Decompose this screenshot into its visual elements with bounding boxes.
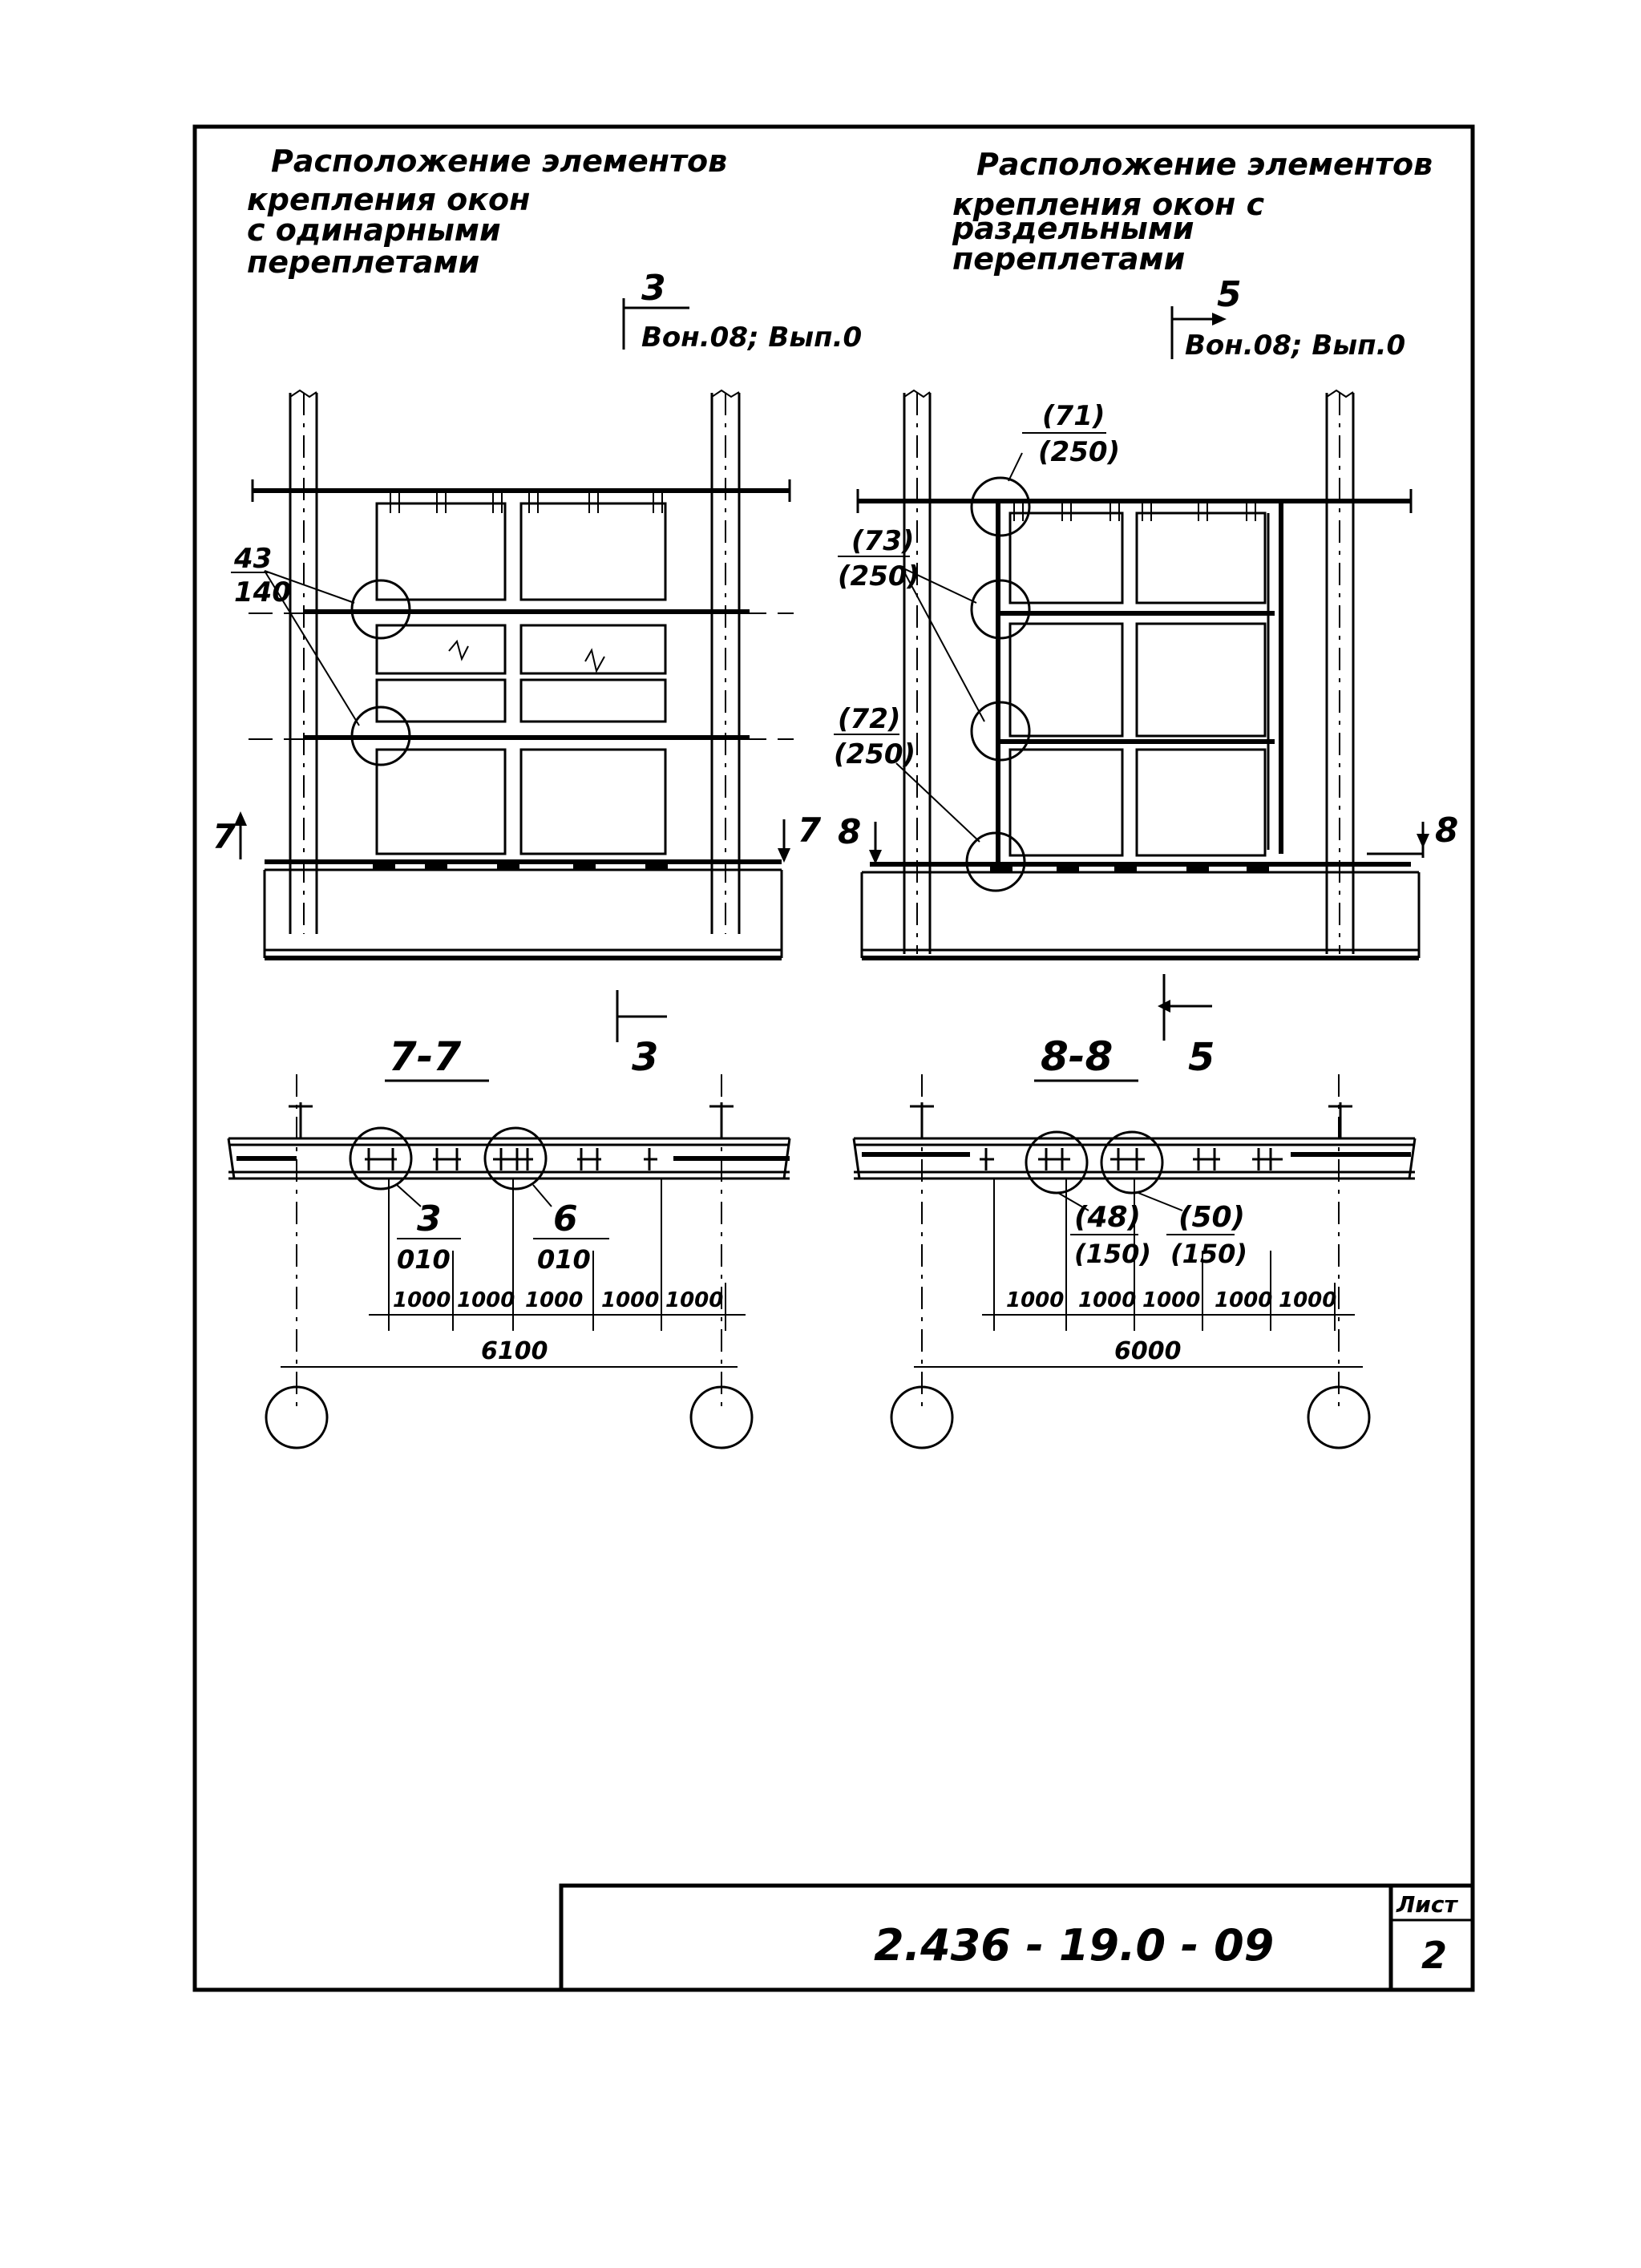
left-title-line-3: с одинарными <box>247 212 501 248</box>
axis-marker-right-2 <box>1307 1385 1371 1449</box>
section-8-8-callout-1-bottom: (150) <box>1074 1239 1151 1269</box>
right-section-mark: 5 <box>1217 274 1242 315</box>
section-7-7-dim-1: 1000 <box>393 1288 451 1312</box>
left-section-mark: 3 <box>641 268 666 309</box>
right-cut-label-right: 8 <box>1435 811 1458 850</box>
right-callout-1-top: (71) <box>1042 400 1105 432</box>
section-7-7-callout-1-bottom: 010 <box>397 1244 451 1275</box>
section-8-8-dim-2: 1000 <box>1078 1288 1136 1312</box>
section-7-7-callout-2-top: 6 <box>553 1199 578 1239</box>
sheet-label: Лист <box>1396 1891 1458 1918</box>
section-7-7-total: 6100 <box>481 1337 548 1365</box>
section-7-7-callout-2-bottom: 010 <box>537 1244 591 1275</box>
axis-marker-left-1 <box>265 1385 329 1449</box>
section-8-8-dim-1: 1000 <box>1006 1288 1064 1312</box>
section-8-8-callout-2-bottom: (150) <box>1170 1239 1247 1269</box>
section-8-8-title: 8-8 <box>1041 1033 1113 1080</box>
left-cut-label-left: 7 <box>212 817 236 856</box>
left-view-mark-number: 3 <box>632 1035 658 1080</box>
right-title-line-2: крепления окон с <box>952 187 1265 222</box>
right-cut-label-left: 8 <box>838 812 861 851</box>
sheet-frame <box>192 124 1475 1992</box>
right-section-ref: Вон.08; Вып.0 <box>1185 329 1405 362</box>
left-elevation: 43 140 7 7 <box>212 389 822 960</box>
left-cut-label-right: 7 <box>798 811 822 850</box>
axis-marker-left-2 <box>689 1385 754 1449</box>
right-callout-1-bottom: (250) <box>1038 436 1120 468</box>
left-title-line-2: крепления окон <box>247 182 530 217</box>
right-elevation: (71) (250) (73) (250) (72) (250) 8 8 <box>834 389 1458 960</box>
section-7-7-dim-5: 1000 <box>665 1288 723 1312</box>
title-block: Лист 2 2.436 - 19.0 - 09 <box>559 1883 1475 1992</box>
right-section-marker: 5 Вон.08; Вып.0 <box>1170 274 1405 362</box>
section-8-8-dim-5: 1000 <box>1279 1288 1336 1312</box>
right-title-line-4: переплетами <box>952 241 1185 277</box>
right-callout-3-bottom: (250) <box>834 738 915 770</box>
section-7-7-dim-2: 1000 <box>457 1288 515 1312</box>
left-title-line-1: Расположение элементов <box>271 144 727 179</box>
section-7-7: 7-7 3 010 6 010 <box>227 1033 791 1449</box>
left-section-marker: 3 Вон.08; Вып.0 <box>622 268 862 354</box>
axis-marker-right-1 <box>890 1385 954 1449</box>
section-8-8-callout-1-top: (48) <box>1074 1201 1141 1234</box>
right-title-line-1: Расположение элементов <box>976 147 1433 182</box>
section-8-8-callout-2-top: (50) <box>1178 1201 1245 1234</box>
section-8-8-dim-4: 1000 <box>1215 1288 1272 1312</box>
left-section-ref: Вон.08; Вып.0 <box>641 321 862 354</box>
section-8-8-dim-3: 1000 <box>1142 1288 1200 1312</box>
section-7-7-dim-3: 1000 <box>525 1288 583 1312</box>
section-8-8-total: 6000 <box>1114 1337 1182 1365</box>
right-view-mark-number: 5 <box>1188 1035 1215 1080</box>
right-callout-3-top: (72) <box>838 703 900 735</box>
left-view-mark: 3 <box>616 990 667 1080</box>
right-title: Расположение элементов крепления окон с … <box>952 147 1433 277</box>
section-7-7-title: 7-7 <box>389 1033 462 1080</box>
left-title-line-4: переплетами <box>247 245 479 280</box>
section-8-8: 8-8 (48) (150) (50) (150) <box>852 1033 1417 1449</box>
right-title-line-3: раздельными <box>952 211 1194 246</box>
right-callout-2-top: (73) <box>851 525 914 557</box>
section-7-7-callout-1-top: 3 <box>417 1199 442 1239</box>
left-callout-bottom: 140 <box>234 576 291 608</box>
left-callout-top: 43 <box>233 543 272 575</box>
sheet-number: 2 <box>1421 1934 1447 1977</box>
document-code: 2.436 - 19.0 - 09 <box>874 1920 1274 1971</box>
right-view-mark: 5 <box>1158 974 1215 1080</box>
section-7-7-dim-4: 1000 <box>601 1288 659 1312</box>
left-title: Расположение элементов крепления окон с … <box>247 144 727 280</box>
right-callout-2-bottom: (250) <box>838 560 920 592</box>
